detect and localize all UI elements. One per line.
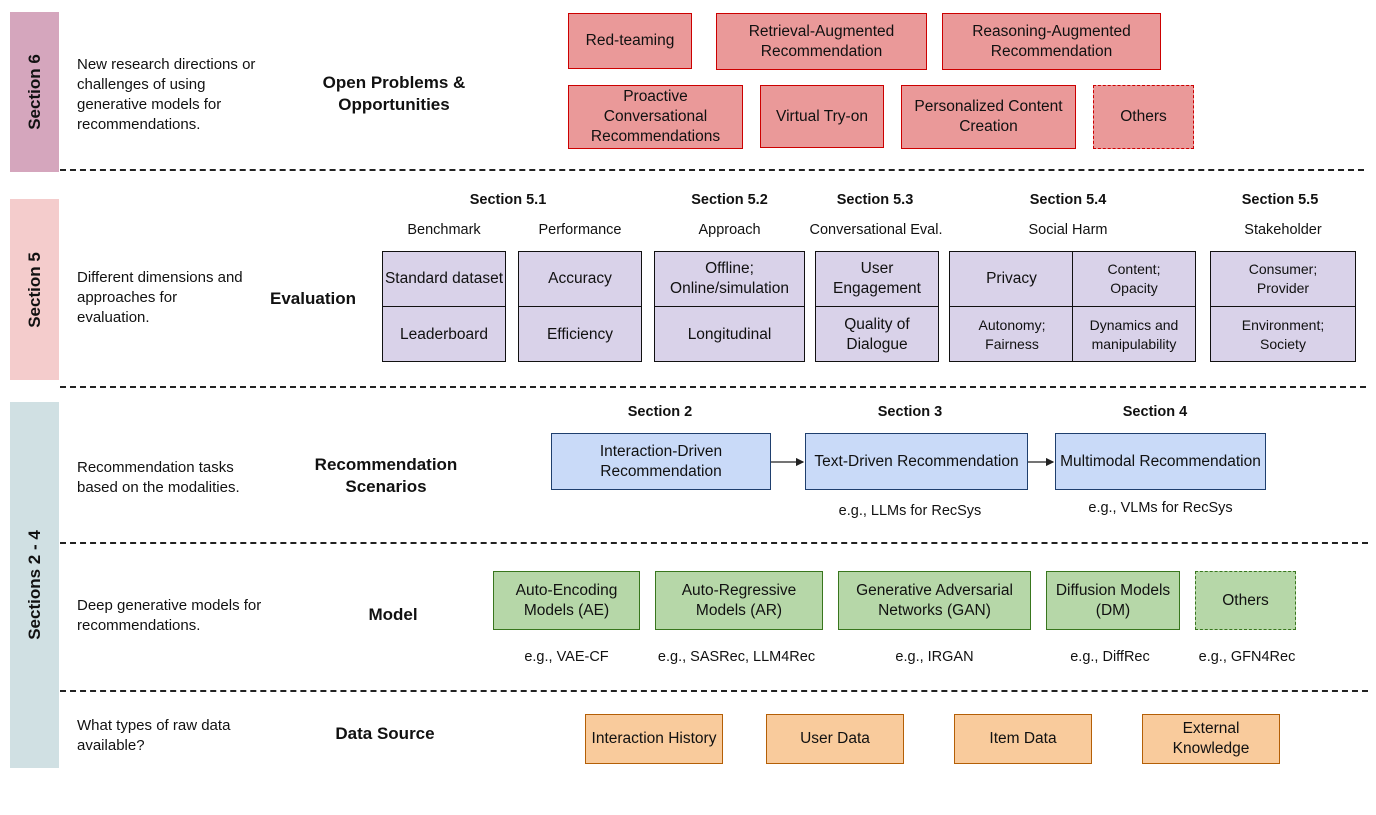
efficiency-cell: Efficiency [546,325,614,343]
scenarios-description: Recommendation tasks based on the modali… [77,459,240,496]
gan-example: e.g., IRGAN [895,649,974,665]
item-data-box: Item Data [954,714,1092,764]
section-4-heading: Section 4 [1122,404,1188,420]
red-teaming-box: Red-teaming [568,13,692,69]
content-opacity-cell: Content; Opacity [1107,261,1161,296]
section6-row-label: Open Problems & Opportunities [322,73,466,114]
separator-scenarios-model [60,542,1368,544]
section6-description: New research directions or challenges of… [77,56,256,133]
environment-society-cell: Environment; Society [1241,316,1325,352]
separator-model-data [60,690,1368,692]
proactive-conversational-box: Proactive Conversational Recommendations [568,85,743,149]
quality-of-dialogue-cell: Quality of Dialogue [844,315,910,353]
scenarios-row-label: Recommendation Scenarios [314,455,458,496]
autonomy-fairness-cell: Autonomy; Fairness [978,316,1046,352]
conversational-divider [815,306,939,307]
approach-header: Approach [698,222,761,238]
external-knowledge-box: External Knowledge [1142,714,1280,764]
consumer-provider-cell: Consumer; Provider [1248,261,1318,296]
model-others-example: e.g., GFN4Rec [1198,649,1296,665]
model-description: Deep generative models for recommendatio… [77,597,262,634]
section-5-2-heading: Section 5.2 [691,192,768,208]
sections24-band: Sections 2 - 4 [10,402,59,768]
user-data-box: User Data [766,714,904,764]
datasource-row-label: Data Source [335,724,435,743]
conversational-eval-header: Conversational Eval. [809,222,943,238]
offline-online-cell: Offline; Online/simulation [670,260,789,297]
virtual-try-on-box: Virtual Try-on [760,85,884,148]
separator-6-5 [60,169,1364,171]
section-2-heading: Section 2 [627,404,693,420]
gan-box: Generative Adversarial Networks (GAN) [838,571,1031,630]
interaction-history-box: Interaction History [585,714,723,764]
separator-5-4 [60,386,1366,388]
retrieval-augmented-box: Retrieval-Augmented Recommendation [716,13,927,70]
section6-band: Section 6 [10,12,59,172]
section5-row-label: Evaluation [270,289,356,308]
diffusion-box: Diffusion Models (DM) [1046,571,1180,630]
standard-dataset-cell: Standard dataset [384,270,504,287]
text-driven-example: e.g., LLMs for RecSys [838,503,982,519]
section-5-1-heading: Section 5.1 [469,192,547,208]
section-3-heading: Section 3 [877,404,943,420]
section-5-3-heading: Section 5.3 [836,192,914,208]
approach-divider [654,306,805,307]
multimodal-box: Multimodal Recommendation [1055,433,1266,490]
reasoning-augmented-box: Reasoning-Augmented Recommendation [942,13,1161,70]
performance-divider [518,306,642,307]
section-5-5-heading: Section 5.5 [1241,192,1319,208]
autoencoding-example: e.g., VAE-CF [524,649,609,665]
section-5-4-heading: Section 5.4 [1029,192,1107,208]
multimodal-example: e.g., VLMs for RecSys [1088,500,1233,516]
autoencoding-box: Auto-Encoding Models (AE) [493,571,640,630]
dynamics-manipulability-cell: Dynamics and manipulability [1089,316,1179,352]
text-driven-box: Text-Driven Recommendation [805,433,1028,490]
user-engagement-cell: User Engagement [833,260,921,297]
autoregressive-box: Auto-Regressive Models (AR) [655,571,823,630]
performance-header: Performance [538,222,622,238]
social-harm-header: Social Harm [1028,222,1108,238]
model-row-label: Model [368,605,418,624]
social-harm-hdivider [949,306,1196,307]
leaderboard-cell: Leaderboard [400,325,488,343]
longitudinal-cell: Longitudinal [687,325,772,343]
interaction-driven-box: Interaction-Driven Recommendation [551,433,771,490]
accuracy-cell: Accuracy [548,270,612,287]
model-others-box: Others [1195,571,1296,630]
section5-band: Section 5 [10,199,59,380]
autoregressive-example: e.g., SASRec, LLM4Rec [657,649,816,665]
benchmark-header: Benchmark [407,222,481,238]
diffusion-example: e.g., DiffRec [1070,649,1150,665]
stakeholder-divider [1210,306,1356,307]
privacy-cell: Privacy [986,270,1037,287]
stakeholder-header: Stakeholder [1244,222,1322,238]
datasource-description: What types of raw data available? [77,717,231,754]
section5-description: Different dimensions and approaches for … [77,269,243,326]
section6-others-box: Others [1093,85,1194,149]
benchmark-divider [382,306,506,307]
personalized-content-box: Personalized Content Creation [901,85,1076,149]
